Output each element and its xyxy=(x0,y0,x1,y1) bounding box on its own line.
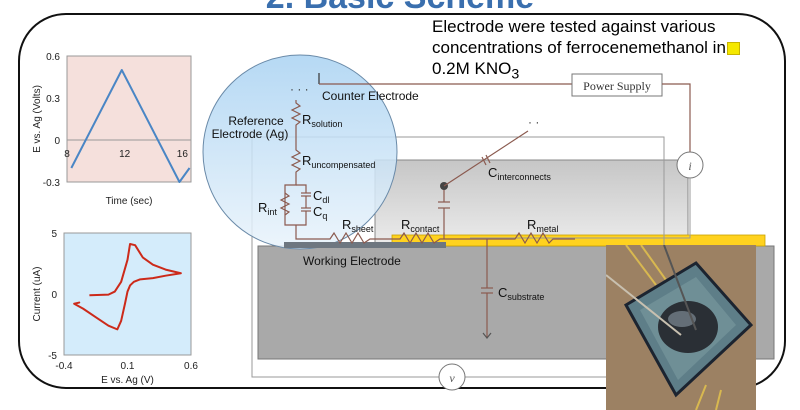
x-tick-label: 0.6 xyxy=(184,361,198,372)
series-line-potential xyxy=(70,69,191,183)
svg-text:· · ·: · · · xyxy=(290,82,309,96)
r-int-label: Rint xyxy=(258,200,277,217)
sticky-note-icon[interactable] xyxy=(726,42,740,56)
y-tick-label: 0.6 xyxy=(46,52,60,63)
x-tick-label: 0.1 xyxy=(121,361,135,372)
r-metal-label: Rmetal xyxy=(527,217,558,234)
x-axis-label: Time (sec) xyxy=(106,196,153,207)
ammeter-label: i xyxy=(688,159,691,173)
r-uncompensated-label: Runcompensated xyxy=(302,153,375,170)
electrode-chip-photo xyxy=(606,245,756,410)
r-solution-resistor xyxy=(290,100,302,130)
y-tick-label: -5 xyxy=(48,351,57,362)
x-tick-label: 16 xyxy=(177,149,189,160)
y-tick-label: 0 xyxy=(51,290,57,301)
description-line-2: concentrations of ferrocenemethanol in xyxy=(432,37,740,58)
c-substrate-label: Csubstrate xyxy=(498,285,544,302)
kno3-subscript: 3 xyxy=(511,66,520,83)
y-tick-label: 0 xyxy=(54,136,60,147)
description-line-3-text: 0.2M KNO xyxy=(432,59,512,78)
working-electrode-label: Working Electrode xyxy=(303,254,401,268)
content-frame xyxy=(18,13,786,389)
working-electrode-bar xyxy=(284,242,446,248)
reference-electrode-label-1: Reference xyxy=(228,114,284,128)
c-dl-label: Cdl xyxy=(313,188,329,205)
power-supply-label: Power Supply xyxy=(583,79,651,93)
r-uncompensated-resistor xyxy=(290,130,302,180)
x-tick-label: 12 xyxy=(119,149,131,160)
description-line-1: Electrode were tested against various xyxy=(432,17,716,36)
y-tick-label: -0.3 xyxy=(43,178,61,189)
zoom-circle xyxy=(202,54,398,250)
y-axis-label: Current (uA) xyxy=(32,266,43,321)
description-line-3: 0.2M KNO3 xyxy=(432,58,740,85)
x-tick-label: 8 xyxy=(64,149,70,160)
series-line-cyclic-voltammogram xyxy=(73,242,182,331)
counter-electrode-label: Counter Electrode xyxy=(322,89,419,103)
power-supply-box xyxy=(571,73,663,97)
reference-electrode-label-2: Electrode (Ag) xyxy=(212,127,289,141)
c-interconnects-label: Cinterconnects xyxy=(488,165,551,182)
r-int-resistor xyxy=(279,192,291,216)
c-q-label: Cq xyxy=(313,204,327,221)
r-contact-label: Rcontact xyxy=(401,217,440,234)
cyclic-voltammogram-chart: -5 0 5 -0.4 0.1 0.6 E vs. Ag (V) Current (uA) xyxy=(32,229,198,386)
description-line-2-text: concentrations of ferrocenemethanol in xyxy=(432,38,726,57)
sheet-contact-metal-chain xyxy=(295,225,575,245)
x-tick-label: -0.4 xyxy=(55,361,73,372)
slide-title: 2. Basic Scheme xyxy=(0,0,800,17)
plot-area xyxy=(66,55,192,183)
voltmeter-label: v xyxy=(449,371,455,385)
description-text: Electrode were tested against various co… xyxy=(432,16,740,85)
voltmeter xyxy=(438,363,466,391)
gold-metal-layer xyxy=(391,234,766,247)
y-axis-label: E vs. Ag (Volts) xyxy=(32,85,43,153)
r-sheet-label: Rsheet xyxy=(342,217,374,234)
svg-text:· ·: · · xyxy=(528,115,539,129)
r-solution-label: Rsolution xyxy=(302,112,342,129)
y-tick-label: 0.3 xyxy=(46,94,60,105)
y-tick-label: 5 xyxy=(51,229,57,240)
x-axis-label: E vs. Ag (V) xyxy=(101,375,154,386)
